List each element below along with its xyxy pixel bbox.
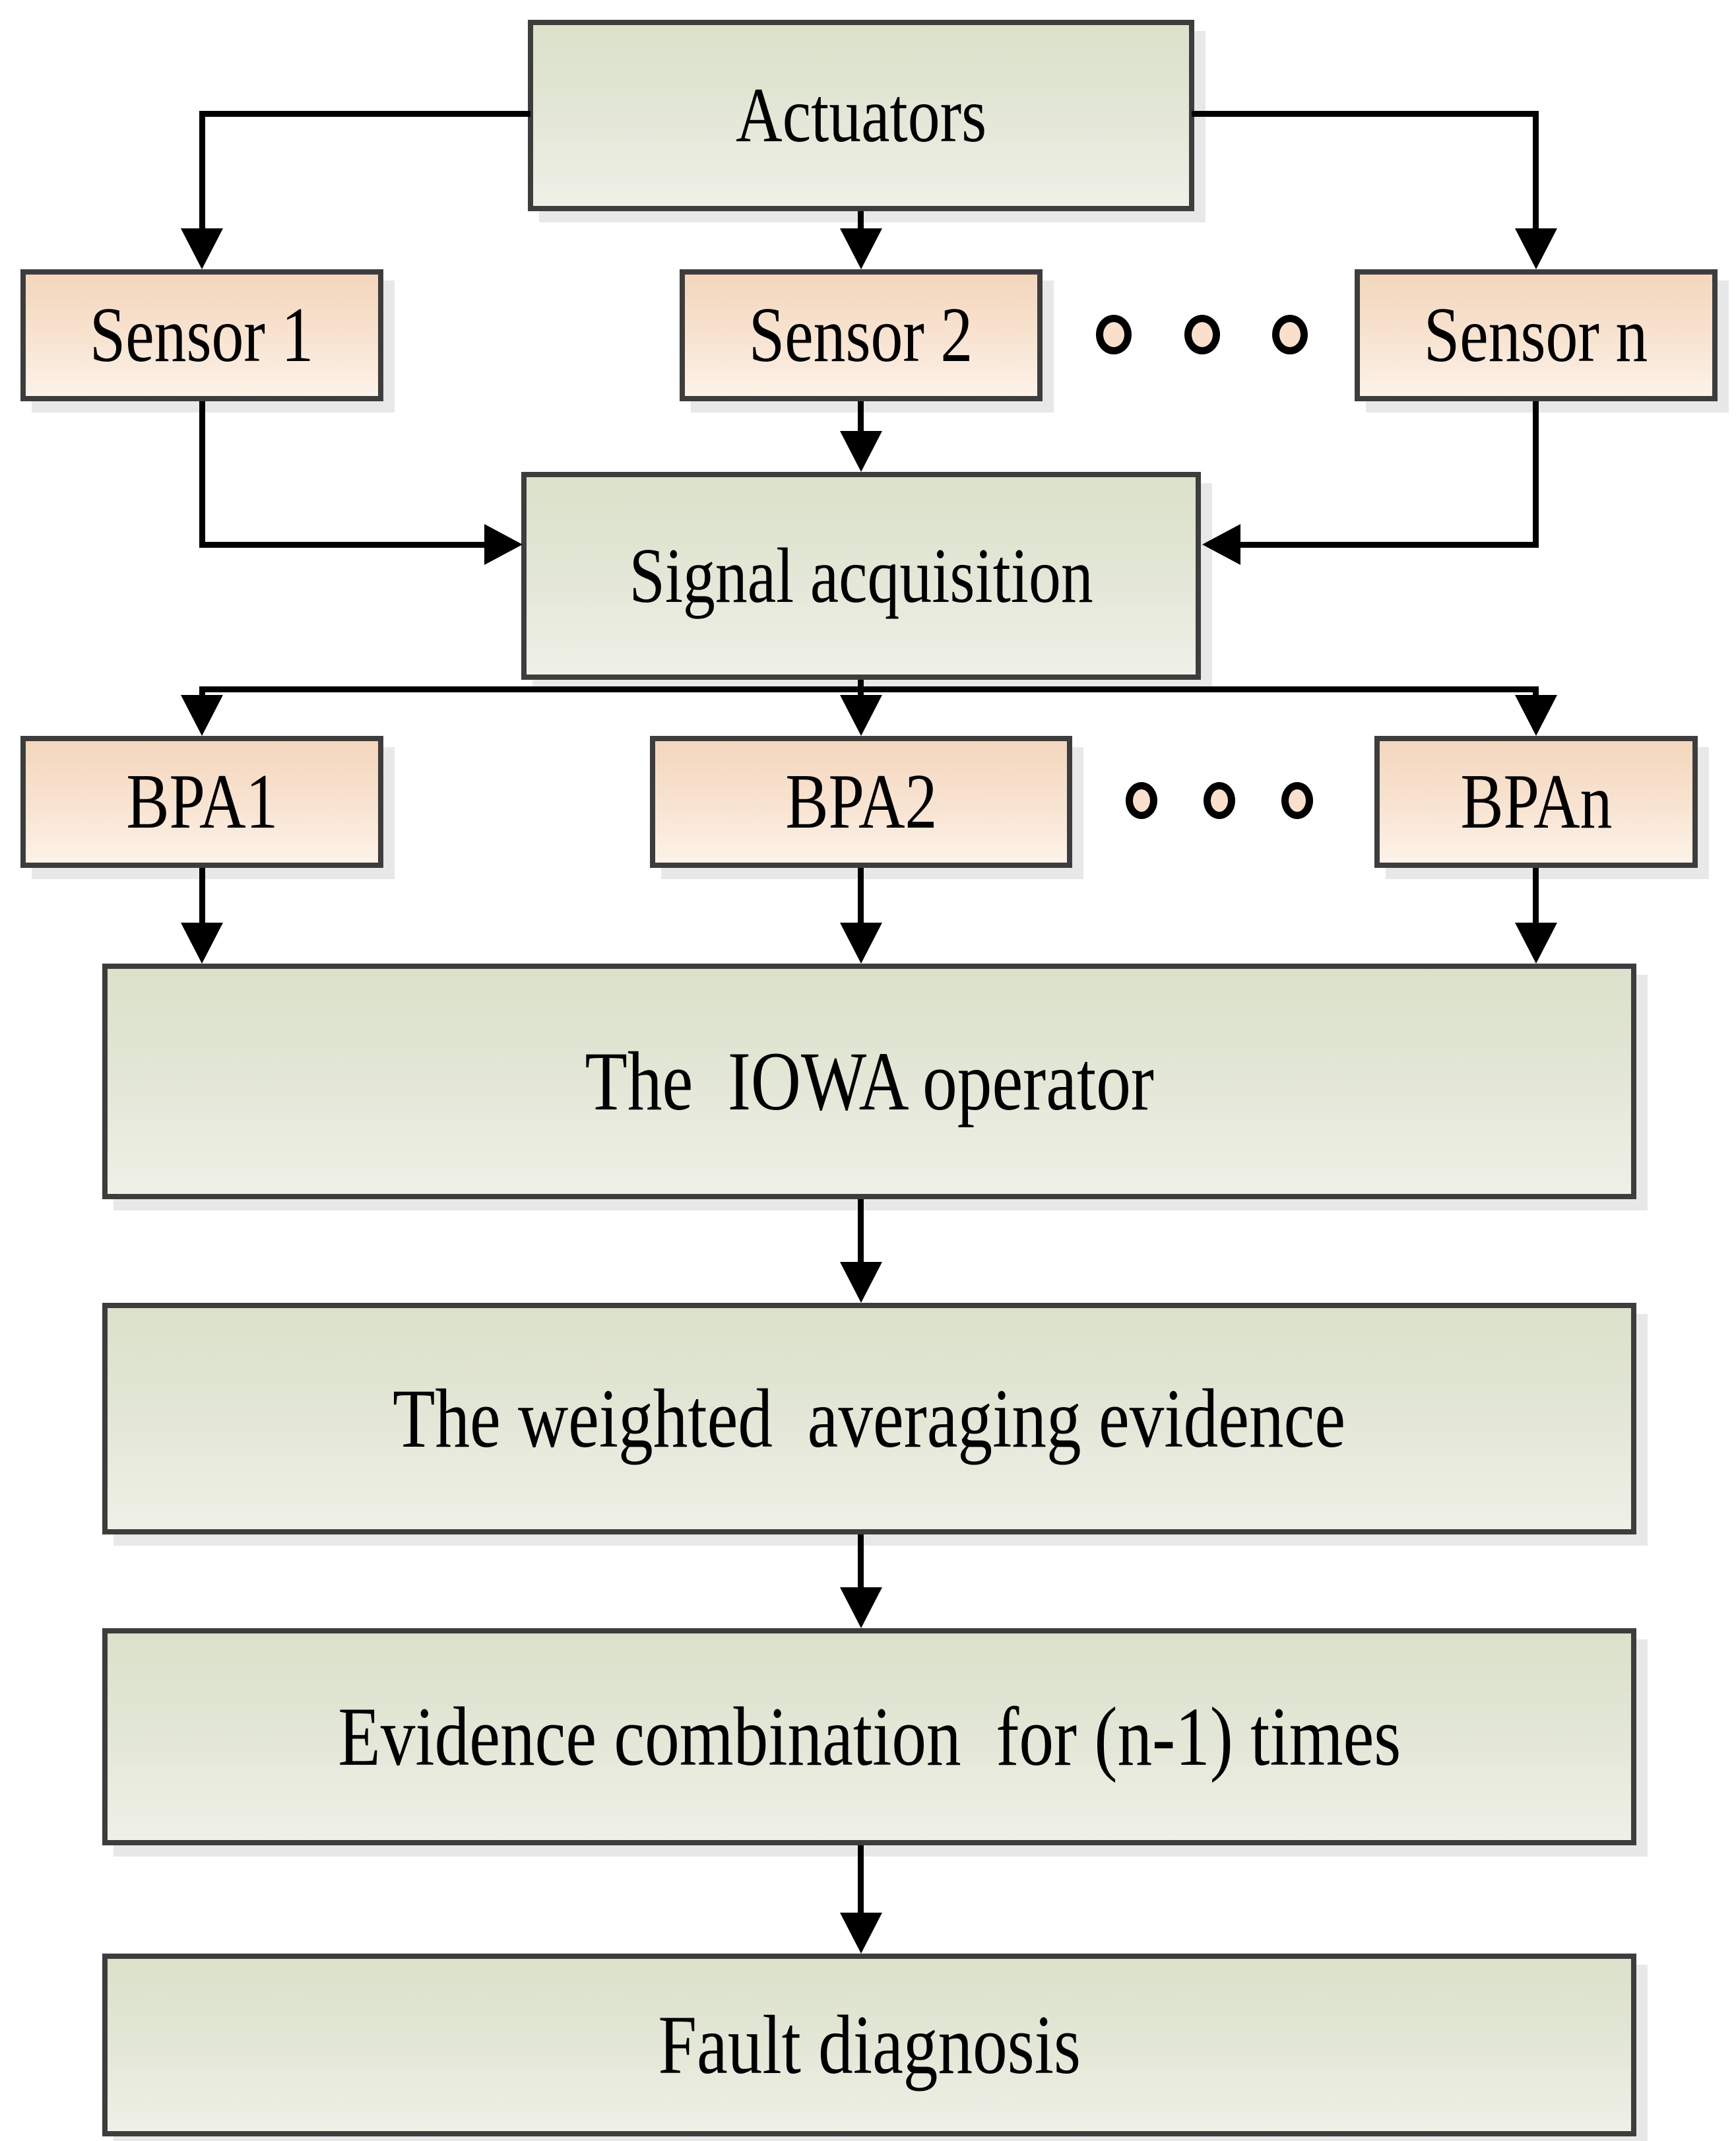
connector-line	[199, 111, 205, 230]
arrowhead-down-icon	[1515, 695, 1557, 736]
node-sensor-1-label: Sensor 1	[90, 291, 314, 378]
connector-line	[199, 868, 205, 926]
arrowhead-down-icon	[840, 1262, 882, 1303]
node-sensor-n: Sensor n	[1355, 269, 1718, 401]
connector-line	[858, 1845, 864, 1915]
node-weighted-averaging: The weighted averaging evidence	[102, 1303, 1636, 1534]
node-actuators: Actuators	[528, 20, 1194, 211]
node-sensor-2-label: Sensor 2	[749, 291, 973, 378]
node-fault-diagnosis-label: Fault diagnosis	[658, 1998, 1081, 2092]
arrowhead-down-icon	[1515, 228, 1557, 269]
connector-line	[199, 542, 486, 548]
node-sensor-1: Sensor 1	[20, 269, 383, 401]
connector-line	[858, 1534, 864, 1591]
node-signal-acquisition: Signal acquisition	[521, 472, 1201, 680]
ellipsis-dot-icon	[1281, 782, 1313, 819]
connector-line	[199, 111, 530, 117]
node-bpa1: BPA1	[20, 736, 383, 868]
connector-line	[1533, 689, 1539, 698]
connector-line	[199, 689, 205, 698]
node-bpa1-label: BPA1	[125, 758, 278, 845]
connector-line	[858, 211, 864, 231]
node-signal-acquisition-label: Signal acquisition	[629, 532, 1093, 619]
ellipsis-dot-icon	[1126, 782, 1157, 819]
arrowhead-down-icon	[840, 1913, 882, 1954]
node-fault-diagnosis: Fault diagnosis	[102, 1954, 1636, 2136]
arrowhead-down-icon	[840, 1587, 882, 1628]
node-iowa-operator-label: The IOWA operator	[585, 1034, 1154, 1129]
node-bpan-label: BPAn	[1460, 758, 1613, 845]
connector-line	[1533, 868, 1539, 926]
connector-line	[1192, 111, 1539, 117]
ellipsis-dot-icon	[1184, 315, 1220, 354]
node-bpan: BPAn	[1374, 736, 1698, 868]
connector-line	[858, 689, 864, 698]
connector-line	[858, 868, 864, 926]
node-weighted-averaging-label: The weighted averaging evidence	[393, 1371, 1346, 1466]
node-bpa2-label: BPA2	[785, 758, 938, 845]
arrowhead-left-icon	[1202, 524, 1240, 565]
arrowhead-down-icon	[181, 695, 223, 736]
arrowhead-down-icon	[181, 923, 223, 964]
connector-line	[199, 401, 205, 548]
arrowhead-down-icon	[1515, 923, 1557, 964]
ellipsis-dot-icon	[1096, 315, 1132, 354]
node-sensor-n-label: Sensor n	[1424, 291, 1648, 378]
arrowhead-down-icon	[840, 923, 882, 964]
arrowhead-down-icon	[840, 695, 882, 736]
node-bpa2: BPA2	[650, 736, 1072, 868]
arrowhead-down-icon	[181, 228, 223, 269]
node-sensor-2: Sensor 2	[680, 269, 1043, 401]
node-evidence-combination: Evidence combination for (n-1) times	[102, 1628, 1636, 1845]
connector-line	[858, 401, 864, 433]
node-actuators-label: Actuators	[735, 71, 987, 158]
ellipsis-dot-icon	[1204, 782, 1235, 819]
connector-line	[1239, 542, 1539, 548]
connector-line	[858, 680, 864, 692]
arrowhead-down-icon	[840, 431, 882, 472]
connector-line	[199, 686, 1539, 692]
arrowhead-down-icon	[840, 228, 882, 269]
connector-line	[858, 1199, 864, 1265]
connector-line	[1533, 111, 1539, 230]
connector-line	[1533, 401, 1539, 548]
node-iowa-operator: The IOWA operator	[102, 964, 1636, 1199]
ellipsis-dot-icon	[1272, 315, 1308, 354]
node-evidence-combination-label: Evidence combination for (n-1) times	[338, 1690, 1401, 1784]
arrowhead-right-icon	[484, 524, 523, 565]
